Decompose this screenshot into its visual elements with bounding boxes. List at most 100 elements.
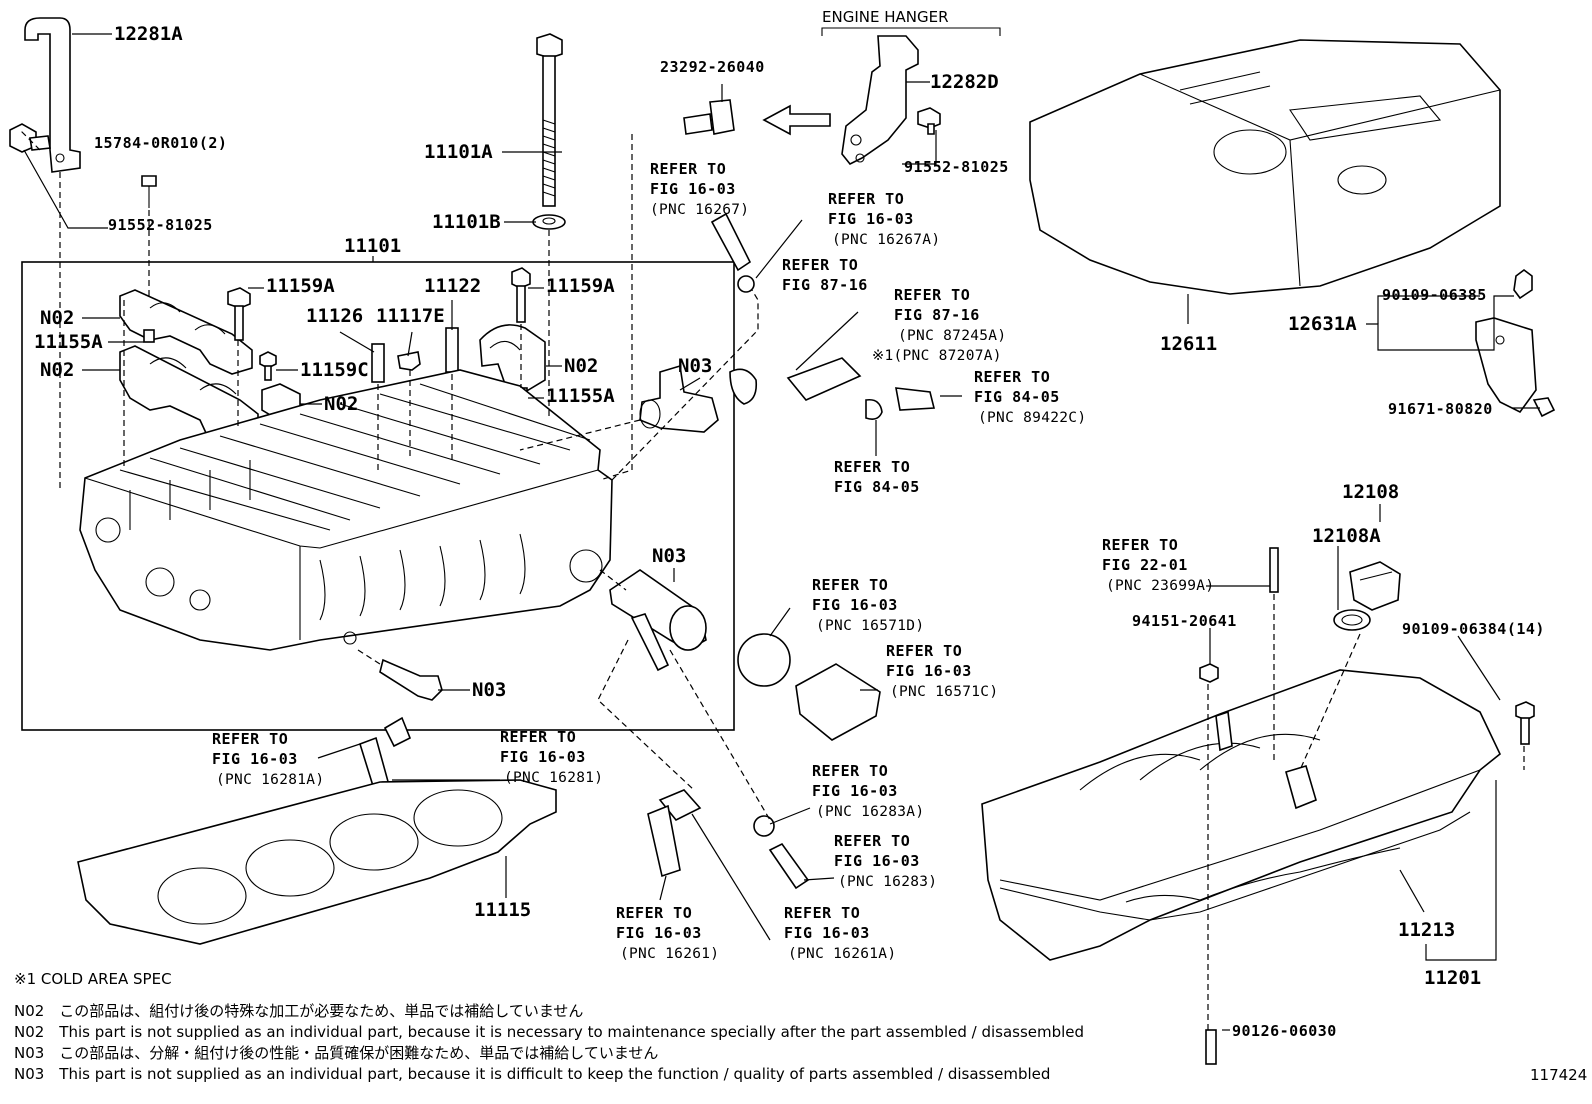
note-cold-spec: ※1 COLD AREA SPEC (14, 970, 172, 988)
svg-text:(PNC 16281A): (PNC 16281A) (216, 772, 324, 788)
cylinder-head-cover-11201 (981, 669, 1501, 961)
refer-callout-16283: REFER TO FIG 16-03 (PNC 16283) (834, 832, 937, 890)
bolt-90126 (1205, 1029, 1217, 1065)
label-11213: 11213 (1398, 919, 1455, 941)
label-11115: 11115 (474, 899, 531, 921)
nut-94151 (1199, 663, 1219, 683)
label-11201: 11201 (1424, 967, 1481, 989)
svg-text:FIG 16-03: FIG 16-03 (212, 750, 298, 768)
label-12611: 12611 (1160, 333, 1217, 355)
svg-text:REFER TO: REFER TO (812, 762, 888, 780)
svg-text:(PNC 16261): (PNC 16261) (620, 946, 719, 962)
label-91552-left: 91552-81025 (108, 216, 213, 234)
cylinder-head (79, 369, 613, 651)
svg-text:(PNC 16283): (PNC 16283) (838, 874, 937, 890)
refer-callout-16267A: REFER TO FIG 16-03 (PNC 16267A) (828, 190, 940, 248)
pin-11122 (445, 327, 459, 373)
label-11101A: 11101A (424, 141, 493, 163)
stud-23699A (1269, 547, 1279, 593)
plug-n03-bottom (379, 658, 443, 701)
svg-text:REFER TO: REFER TO (894, 286, 970, 304)
label-n03-a: N03 (678, 355, 712, 377)
clamp-16267A (737, 275, 755, 293)
hose-16283 (768, 842, 810, 890)
svg-text:(PNC 16283A): (PNC 16283A) (816, 804, 924, 820)
clamp-16283A (753, 815, 775, 837)
clamp-16571D (737, 633, 791, 687)
svg-text:(PNC 16571D): (PNC 16571D) (816, 618, 924, 634)
bolt-11159A-left (227, 287, 251, 341)
refer-callout-16261: REFER TO FIG 16-03 (PNC 16261) (616, 904, 719, 962)
svg-text:REFER TO: REFER TO (974, 368, 1050, 386)
svg-text:(PNC 16267): (PNC 16267) (650, 202, 749, 218)
label-n03-c: N03 (472, 679, 506, 701)
label-12108: 12108 (1342, 481, 1399, 503)
label-90109-06384: 90109-06384(14) (1402, 620, 1545, 638)
diagram-id: 117424 (1530, 1066, 1587, 1084)
svg-text:FIG 16-03: FIG 16-03 (828, 210, 914, 228)
label-11117E: 11117E (376, 305, 445, 327)
refer-callout-87245A: REFER TO FIG 87-16 (PNC 87245A) ※1(PNC 8… (872, 286, 1006, 364)
svg-text:FIG 16-03: FIG 16-03 (834, 852, 920, 870)
svg-text:(PNC 16267A): (PNC 16267A) (832, 232, 940, 248)
guide-lines (19, 129, 1525, 1030)
svg-text:FIG 16-03: FIG 16-03 (616, 924, 702, 942)
label-n02-a: N02 (40, 307, 74, 329)
label-11159A-right: 11159A (546, 275, 615, 297)
refer-callout-16571D: REFER TO FIG 16-03 (PNC 16571D) (812, 576, 924, 634)
svg-text:FIG 87-16: FIG 87-16 (894, 306, 980, 324)
svg-text:(PNC 87245A): (PNC 87245A) (898, 328, 1006, 344)
svg-text:(PNC 23699A): (PNC 23699A) (1106, 578, 1214, 594)
refer-callout-16281: REFER TO FIG 16-03 (PNC 16281) (500, 728, 603, 786)
label-12282D: 12282D (930, 71, 999, 93)
clamp-16281A (383, 716, 412, 748)
dowel-left (143, 329, 155, 343)
bolt-11159C (259, 351, 277, 381)
svg-text:REFER TO: REFER TO (834, 832, 910, 850)
refer-callout-16281A: REFER TO FIG 16-03 (PNC 16281A) (212, 730, 324, 788)
label-90109-06385: 90109-06385 (1382, 286, 1487, 304)
svg-text:FIG 87-16: FIG 87-16 (782, 276, 868, 294)
svg-text:FIG 84-05: FIG 84-05 (834, 478, 920, 496)
refer-callout-16283A: REFER TO FIG 16-03 (PNC 16283A) (812, 762, 924, 820)
tube-11126 (371, 343, 385, 383)
label-23292: 23292-26040 (660, 58, 765, 76)
label-12108A: 12108A (1312, 525, 1381, 547)
label-n03-b: N03 (652, 545, 686, 567)
label-11155A-left: 11155A (34, 331, 103, 353)
refer-callout-16571C: REFER TO FIG 16-03 (PNC 16571C) (886, 642, 998, 700)
svg-text:REFER TO: REFER TO (812, 576, 888, 594)
svg-text:(PNC 89422C): (PNC 89422C) (978, 410, 1086, 426)
note-n03-jp: N03 この部品は、分解・組付け後の性能・品質確保が困難なため、単品では補給して… (14, 1044, 658, 1062)
svg-text:REFER TO: REFER TO (212, 730, 288, 748)
head-bolt-11101A (532, 33, 566, 230)
cap-gasket-12108A (1333, 609, 1371, 631)
label-11122: 11122 (424, 275, 481, 297)
svg-text:FIG 16-03: FIG 16-03 (784, 924, 870, 942)
bolt-11159A-right (511, 267, 531, 323)
label-11101B: 11101B (432, 211, 501, 233)
svg-text:FIG 16-03: FIG 16-03 (500, 748, 586, 766)
fitting-n03-upper (639, 364, 719, 433)
direction-arrow (762, 104, 831, 136)
label-11101: 11101 (344, 235, 401, 257)
engine-hanger-12282D (841, 35, 919, 166)
clamp-87-16 (729, 368, 758, 405)
label-11159A-left: 11159A (266, 275, 335, 297)
oil-filler-cap-12108 (1349, 561, 1401, 611)
label-n02-d: N02 (564, 355, 598, 377)
refer-callout-16267: REFER TO FIG 16-03 (PNC 16267) (650, 160, 749, 218)
engine-hanger-bracket (821, 27, 1001, 36)
svg-text:REFER TO: REFER TO (500, 728, 576, 746)
label-91552-right: 91552-81025 (904, 158, 1009, 176)
svg-text:FIG 16-03: FIG 16-03 (812, 596, 898, 614)
svg-text:REFER TO: REFER TO (616, 904, 692, 922)
label-12281A: 12281A (114, 23, 183, 45)
svg-text:(PNC 16571C): (PNC 16571C) (890, 684, 998, 700)
label-11126: 11126 (306, 305, 363, 327)
svg-text:※1(PNC 87207A): ※1(PNC 87207A) (872, 348, 1002, 364)
note-n02-en: N02 This part is not supplied as an indi… (14, 1023, 1084, 1041)
svg-text:REFER TO: REFER TO (886, 642, 962, 660)
